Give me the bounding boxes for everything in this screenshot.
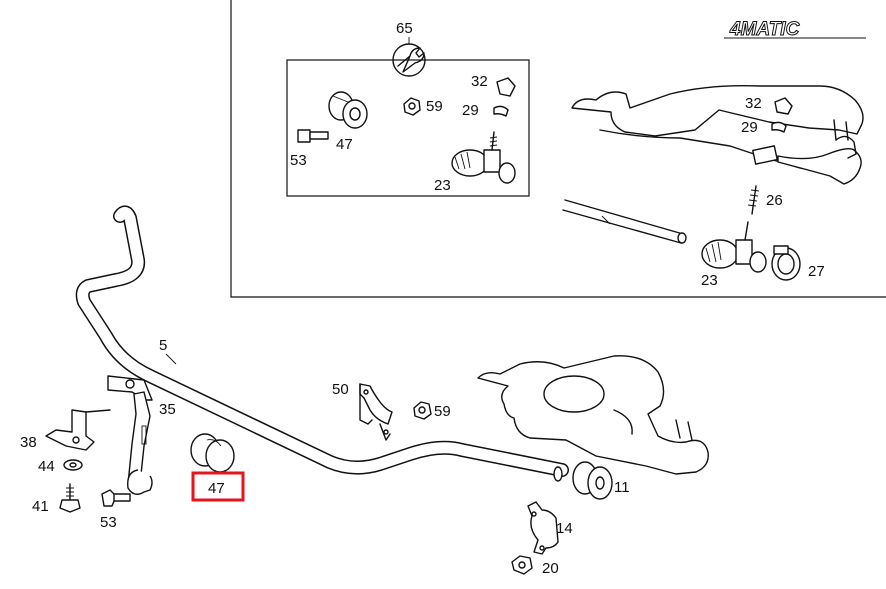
rubber-bushing-11-icon [572, 461, 613, 500]
clamp-14-icon [527, 501, 559, 555]
flange-bolt-icon [59, 483, 81, 513]
four-matic-logo: 4MATIC [724, 19, 866, 41]
washer-icon [63, 459, 83, 471]
mounting-bracket-35-icon [107, 375, 153, 495]
bushing-icon [328, 91, 368, 129]
callout-20: 20 [542, 560, 559, 577]
callout-59-inset: 59 [426, 98, 443, 115]
callout-29-inset: 29 [462, 102, 479, 119]
callout-27: 27 [808, 263, 825, 280]
callout-32-inset: 32 [471, 73, 488, 90]
callout-38: 38 [20, 434, 37, 451]
callout-59: 59 [434, 403, 451, 420]
ball-joint-icon [451, 131, 516, 184]
hex-nut-59-icon [413, 401, 432, 420]
callout-26: 26 [766, 192, 783, 209]
hex-bolt-icon [101, 489, 131, 507]
callout-23-axle: 23 [701, 272, 718, 289]
rubber-mount-icon [496, 77, 516, 97]
callout-53: 53 [100, 514, 117, 531]
callout-65: 65 [396, 20, 413, 37]
four-matic-inset: 4MATIC 65 47 53 59 [230, 0, 886, 298]
axle-wedge-washer-icon [771, 121, 787, 133]
callout-11: 11 [614, 479, 630, 496]
callout-53-inset: 53 [290, 152, 307, 169]
highlight-box [191, 471, 245, 502]
callout-32-axle: 32 [745, 95, 762, 112]
flange-nut-icon [511, 555, 533, 575]
inset-parts-box [286, 59, 530, 197]
link-rod-icon [562, 199, 687, 244]
callout-47: 47 [208, 480, 225, 497]
wedge-washer-icon [493, 105, 509, 117]
callout-50: 50 [332, 381, 349, 398]
axle-housing [477, 355, 709, 475]
clamp-bracket-icon [359, 383, 393, 441]
threaded-stud-icon [747, 185, 760, 215]
four-matic-logo-text: 4MATIC [729, 19, 800, 40]
callout-14: 14 [556, 520, 573, 537]
callout-41: 41 [32, 498, 49, 515]
callout-23-inset: 23 [434, 177, 451, 194]
inset-frame [230, 0, 886, 298]
mounting-bracket-38-icon [45, 409, 111, 451]
bolt-icon [297, 129, 329, 143]
rubber-bushing-47-icon [190, 433, 235, 473]
four-matic-axle-housing [571, 84, 864, 185]
hose-clamp-icon [771, 245, 801, 281]
callout-44: 44 [38, 458, 55, 475]
hex-nut-icon [403, 97, 421, 116]
stabilizer-bar [75, 205, 569, 482]
callout-29-axle: 29 [741, 119, 758, 136]
callout-35: 35 [159, 401, 176, 418]
callout-47-inset: 47 [336, 136, 353, 153]
axle-rubber-mount-icon [774, 97, 793, 115]
callout-5: 5 [159, 337, 167, 354]
axle-ball-joint-icon [701, 221, 767, 273]
